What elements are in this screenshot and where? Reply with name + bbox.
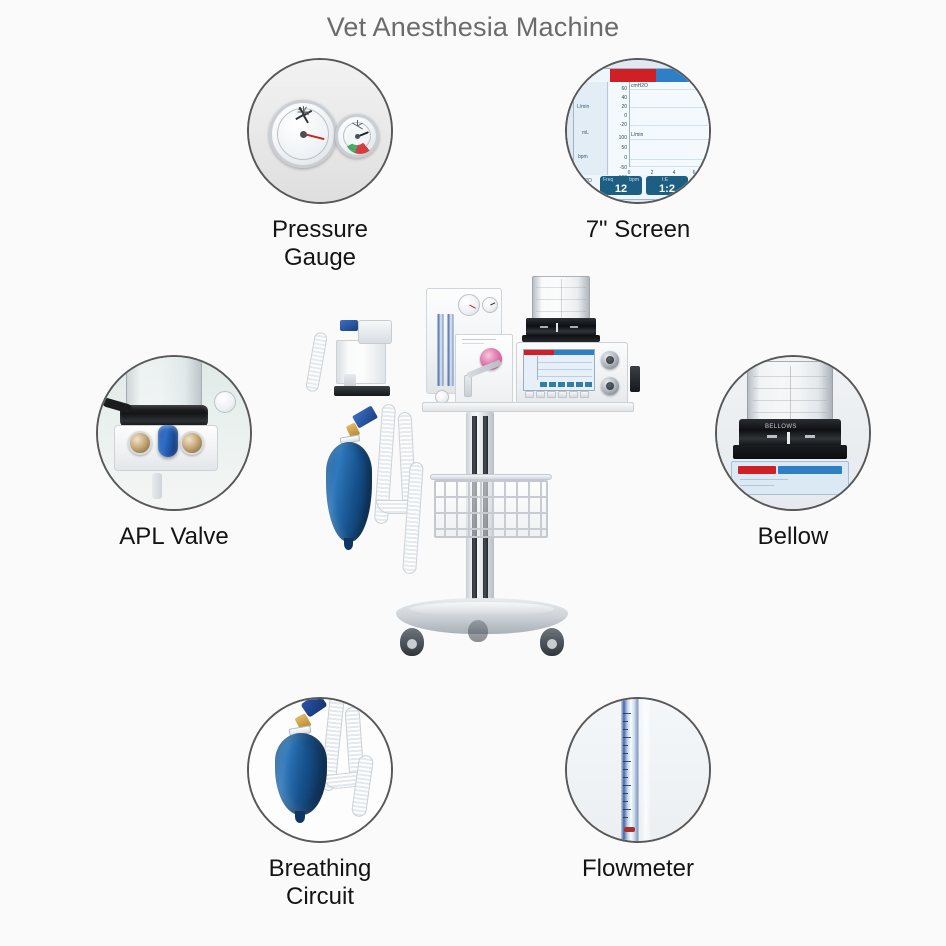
apl-pressure-gauge-icon [214,391,236,413]
screen-waveform-area: cmH2O 60 40 20 0 -20 L/min 100 [609,82,709,181]
callout-label-breathing-circuit: Breathing Circuit [268,855,372,911]
flowmeter-tube [621,699,639,841]
machine-bellows-cylinder [532,276,590,320]
product-image-anesthesia-machine [300,262,646,690]
caster-right [540,628,564,656]
canister-clamp-ring [120,405,208,427]
rebreathing-bag [275,733,327,815]
machine-flowmeter-tube-1 [437,314,444,386]
param-tile-vt[interactable]: Vt [692,176,709,195]
callout-label-bellow: Bellow [757,523,829,550]
bellows-cylinder [747,361,833,423]
apl-valve-image [96,355,252,511]
callout-apl-valve: APL Valve [96,355,252,551]
callout-label-screen: 7" Screen [585,216,691,243]
machine-flowmeter-tube-2 [447,314,454,386]
side-connector-block [630,366,640,392]
large-manometer-dial [269,100,337,168]
callout-label-pressure-gauge: Pressure Gauge [271,216,369,272]
machine-ventilator-screen [523,349,595,391]
ventilator-knob-upper[interactable] [601,351,619,369]
inspiratory-valve-port [128,431,152,455]
ventilator-control-panel [516,342,628,404]
expiratory-valve-port [180,431,204,455]
apl-valve-knob[interactable] [158,425,178,457]
bag-tip [295,811,305,823]
page-title: Vet Anesthesia Machine [326,12,620,42]
callout-flowmeter: Flowmeter [565,697,711,883]
machine-shelf [422,402,634,412]
pressure-gauge-image [247,58,393,204]
machine-bellows-housing [526,318,596,336]
callout-pressure-gauge: Pressure Gauge [247,58,393,273]
ventilator-screen-image: L/min mL bpm cmH2O cmH2O 60 40 20 0 -20 [565,58,711,204]
screen-side-labels: L/min mL bpm cmH2O [574,82,608,184]
ventilator-monitor-below [731,461,849,495]
callout-label-flowmeter: Flowmeter [581,855,695,882]
machine-pressure-gauge-small [482,297,498,313]
drain-stem [152,473,162,499]
absorber-canister [126,357,202,409]
machine-rebreathing-bag [326,442,372,542]
base-highlight [410,602,554,616]
breathing-circuit-image [247,697,393,843]
bellows-housing: BELLOWS [739,419,841,447]
bellow-image: BELLOWS [715,355,871,511]
callout-breathing-circuit: Breathing Circuit [247,697,393,912]
flow-waveform-graph: L/min 100 50 0 -50 -100 0 2 4 [609,131,709,181]
flowmeter-glass-highlight [641,699,651,841]
pressure-waveform-graph: cmH2O 60 40 20 0 -20 [609,82,709,131]
machine-apl-knob[interactable] [340,320,358,331]
flowmeter-float [624,827,635,832]
storage-basket [434,480,548,538]
basket-rim [430,474,552,480]
screen-header-bar [610,69,709,82]
ventilator-button-row[interactable] [525,391,589,398]
param-tile-ie-ratio[interactable]: I:E 1:2 [646,176,688,195]
callout-label-apl-valve: APL Valve [119,523,229,550]
ventilator-knob-lower[interactable] [601,377,619,395]
machine-absorber-head [358,320,392,344]
caster-rear [468,620,488,642]
callout-screen: L/min mL bpm cmH2O cmH2O 60 40 20 0 -20 [565,58,711,244]
small-manometer-dial [335,114,379,158]
flowmeter-image [565,697,711,843]
machine-circuit-hose-top [304,331,329,393]
machine-pressure-gauge-large [458,294,480,316]
caster-left [400,628,424,656]
bellows-mount-plate [522,335,600,342]
param-tile-freq[interactable]: Freq bpm 12 [600,176,642,195]
bellows-plinth [733,445,847,459]
callout-bellow: BELLOWS Bellow [715,355,871,551]
machine-bag-tip [344,538,353,550]
absorber-bottom-clamp [334,386,390,396]
